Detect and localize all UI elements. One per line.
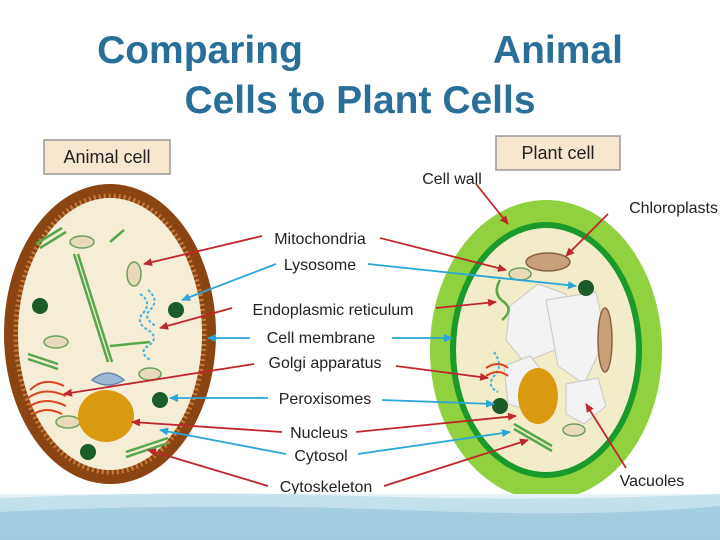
animal-cell-label: Animal cell [63,147,150,167]
title-word-comparing: Comparing [97,29,303,72]
label-mitochondria: Mitochondria [274,231,366,248]
title-line-1: Comparing Animal [0,26,720,76]
plant-cell-label: Plant cell [521,143,594,163]
animal-mitochondria [43,235,162,429]
label-cytoskeleton: Cytoskeleton [280,479,373,496]
label-cell-membrane: Cell membrane [267,330,376,347]
label-golgi-apparatus: Golgi apparatus [269,355,382,372]
animal-cell-label-box: Animal cell [43,139,171,175]
plant-nucleus [518,368,558,424]
animal-golgi [27,380,67,415]
diagram-labels: Cell wall Chloroplasts Mitochondria Lyso… [253,171,718,496]
slide-title: Comparing Animal Cells to Plant Cells [0,26,720,126]
plant-cell-label-box: Plant cell [495,135,621,171]
label-chloroplasts: Chloroplasts [629,200,718,217]
leader-arrows [63,183,627,487]
label-endoplasmic-reticulum: Endoplasmic reticulum [253,302,414,319]
plant-cell [430,200,662,496]
plant-peroxisome [578,280,594,296]
label-lysosome: Lysosome [284,257,356,274]
cell-comparison-diagram: Animal cell Plant cell [0,134,720,496]
animal-peroxisomes [32,298,184,460]
label-nucleus: Nucleus [290,425,348,442]
label-cytosol: Cytosol [294,448,347,465]
animal-nucleus [78,390,134,442]
animal-cell [4,184,216,484]
label-peroxisomes: Peroxisomes [279,391,371,408]
title-line-2: Cells to Plant Cells [184,79,536,122]
plant-er [495,279,510,321]
label-cell-wall: Cell wall [422,171,482,188]
slide-footer-wave [0,493,720,540]
plant-chloroplasts [525,252,613,373]
animal-er [138,293,155,361]
label-vacuoles: Vacuoles [620,473,685,490]
animal-cytoskeleton [27,226,169,459]
title-word-animal: Animal [492,29,623,72]
